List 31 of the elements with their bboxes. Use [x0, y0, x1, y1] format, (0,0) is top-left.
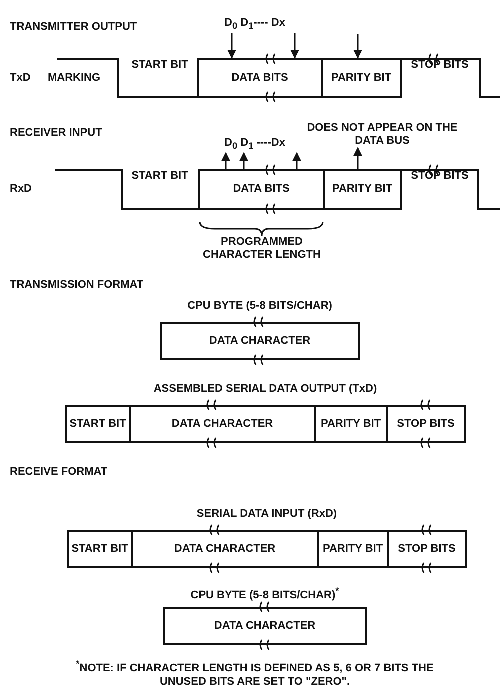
arrow [240, 152, 248, 169]
label-text: START BIT [130, 59, 190, 72]
signal-segment: PARITY BIT [323, 169, 402, 210]
label-text: RECEIVER INPUT [10, 127, 104, 140]
format-heading: ASSEMBLED SERIAL DATA OUTPUT (TxD) [152, 383, 378, 396]
format-heading: CPU BYTE (5-8 BITS/CHAR) [186, 300, 334, 313]
format-heading: SERIAL DATA INPUT (RxD) [196, 508, 338, 521]
data-field: DATA CHARACTER [163, 607, 367, 645]
label-text: TRANSMISSION FORMAT [10, 279, 145, 292]
label-text: TRANSMITTER OUTPUT [10, 21, 138, 34]
signal-segment: DATA BITS [198, 169, 325, 210]
label-text: TxD [10, 72, 32, 85]
label-text: RxD [10, 183, 34, 196]
data-field: DATA CHARACTER [160, 322, 360, 360]
label-text: STOP BITS [410, 170, 470, 183]
label-text: STOP BITS [410, 59, 470, 72]
label-text: MARKING [48, 72, 102, 85]
arrow [292, 152, 302, 169]
label-text: START BIT [130, 170, 190, 183]
arrow [354, 34, 362, 59]
label-text: RECEIVE FORMAT [10, 466, 109, 479]
signal-segment: PARITY BIT [321, 58, 402, 98]
arrow [354, 147, 362, 169]
footnote: $^{*}$NOTE: IF CHARACTER LENGTH IS DEFINED AS 5, 6 OR 7 BITS THE UNUSED BITS ARE SET TO "ZERO". [75, 658, 435, 689]
label-text: PROGRAMMED CHARACTER LENGTH [202, 236, 322, 262]
arrow [228, 33, 236, 59]
arrow [290, 33, 300, 59]
arrow [222, 152, 230, 169]
annotation-text: D$_{0}$ D$_{1}$---- Dx [200, 17, 310, 34]
signal-segment: DATA BITS [197, 58, 323, 98]
format-heading: CPU BYTE (5-8 BITS/CHAR)$^{*}$ [190, 585, 340, 603]
